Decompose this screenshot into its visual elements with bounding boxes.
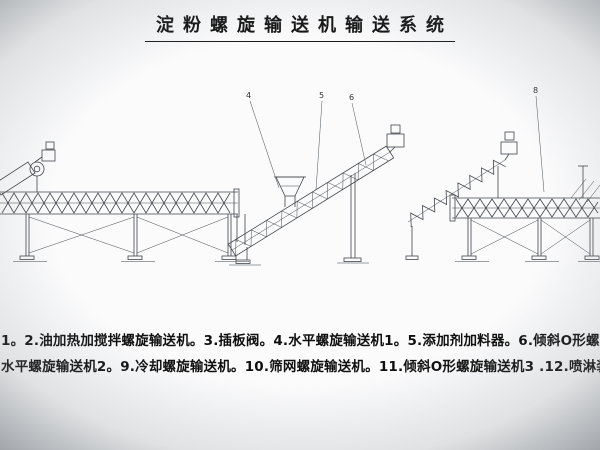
parts-list-line-2: 水平螺旋输送机2。9.冷却螺旋输送机。10.筛网螺旋输送机。11.倾斜O形螺旋输…: [1, 359, 600, 375]
mixer-drive-unit: [0, 141, 56, 196]
callout-6: 6: [349, 93, 367, 166]
callouts: 4 5 6 8: [246, 86, 545, 193]
page-title: 淀粉螺旋输送机输送系统: [0, 11, 600, 42]
callout-5: 5: [315, 91, 324, 191]
o-type-spiral-conveyor: [405, 131, 518, 260]
left-horizontal-conveyor: [0, 188, 240, 218]
conveyor-system-diagram: 4 5 6 8: [0, 86, 600, 266]
callout-label: 8: [533, 86, 538, 95]
callout-label: 6: [349, 93, 354, 102]
callout-4: 4: [246, 91, 280, 189]
inclined-screw-conveyor: [227, 124, 405, 257]
left-support-truss: [13, 214, 249, 262]
page-title-text: 淀粉螺旋输送机输送系统: [145, 11, 455, 42]
right-horizontal-conveyor: [449, 194, 600, 222]
spray-device: [570, 165, 600, 203]
callout-8: 8: [533, 86, 545, 193]
parts-list-line-1: 1。2.油加热加搅拌螺旋输送机。3.插板阀。4.水平螺旋输送机1。5.添加剂加料…: [1, 333, 600, 349]
right-support-truss: [455, 218, 600, 262]
callout-label: 4: [246, 91, 251, 100]
feed-hopper: [274, 176, 306, 207]
callout-label: 5: [319, 91, 324, 100]
